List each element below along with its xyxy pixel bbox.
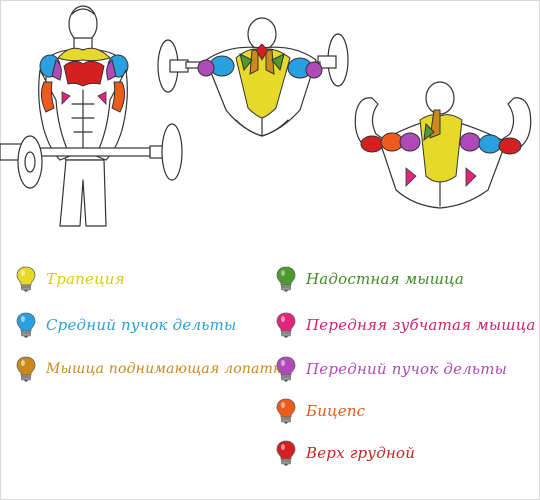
legend-label-trapezius: Трапеция [46, 270, 125, 288]
exercise-illustrations: .ln { fill: none; stroke: #333; stroke-w… [0, 5, 532, 227]
legend-item-supraspinatus: Надостная мышца [276, 266, 464, 292]
front-figure-barbell [0, 5, 183, 227]
rear-figure-barbell-overhead [157, 17, 349, 137]
legend-item-anterior-delt: Передний пучок дельты [276, 356, 507, 382]
muscle-legend: Трапеция Средний пучок дельты Мышца подн… [0, 258, 540, 478]
rear-figure-double-biceps [354, 81, 532, 209]
purple-bulb-icon [276, 356, 296, 382]
legend-label-middle-delt: Средний пучок дельты [46, 316, 237, 334]
legend-label-anterior-delt: Передний пучок дельты [306, 360, 508, 378]
orange-bulb-icon [276, 398, 296, 424]
legend-label-biceps: Бицепс [306, 402, 366, 420]
orange-brown-bulb-icon [16, 356, 36, 382]
legend-label-serratus-anterior: Передняя зубчатая мышца [306, 316, 536, 334]
pink-bulb-icon [276, 312, 296, 338]
green-bulb-icon [276, 266, 296, 292]
legend-label-supraspinatus: Надостная мышца [306, 270, 464, 288]
legend-item-biceps: Бицепс [276, 398, 365, 424]
legend-item-serratus-anterior: Передняя зубчатая мышца [276, 312, 536, 338]
legend-label-upper-chest: Верх грудной [306, 444, 416, 462]
legend-item-middle-delt: Средний пучок дельты [16, 312, 236, 338]
legend-label-levator-scapulae: Мышца поднимающая лопатку [46, 361, 290, 377]
blue-bulb-icon [16, 312, 36, 338]
legend-item-levator-scapulae: Мышца поднимающая лопатку [16, 356, 290, 382]
legend-item-trapezius: Трапеция [16, 266, 125, 292]
red-bulb-icon [276, 440, 296, 466]
yellow-bulb-icon [16, 266, 36, 292]
legend-item-upper-chest: Верх грудной [276, 440, 415, 466]
